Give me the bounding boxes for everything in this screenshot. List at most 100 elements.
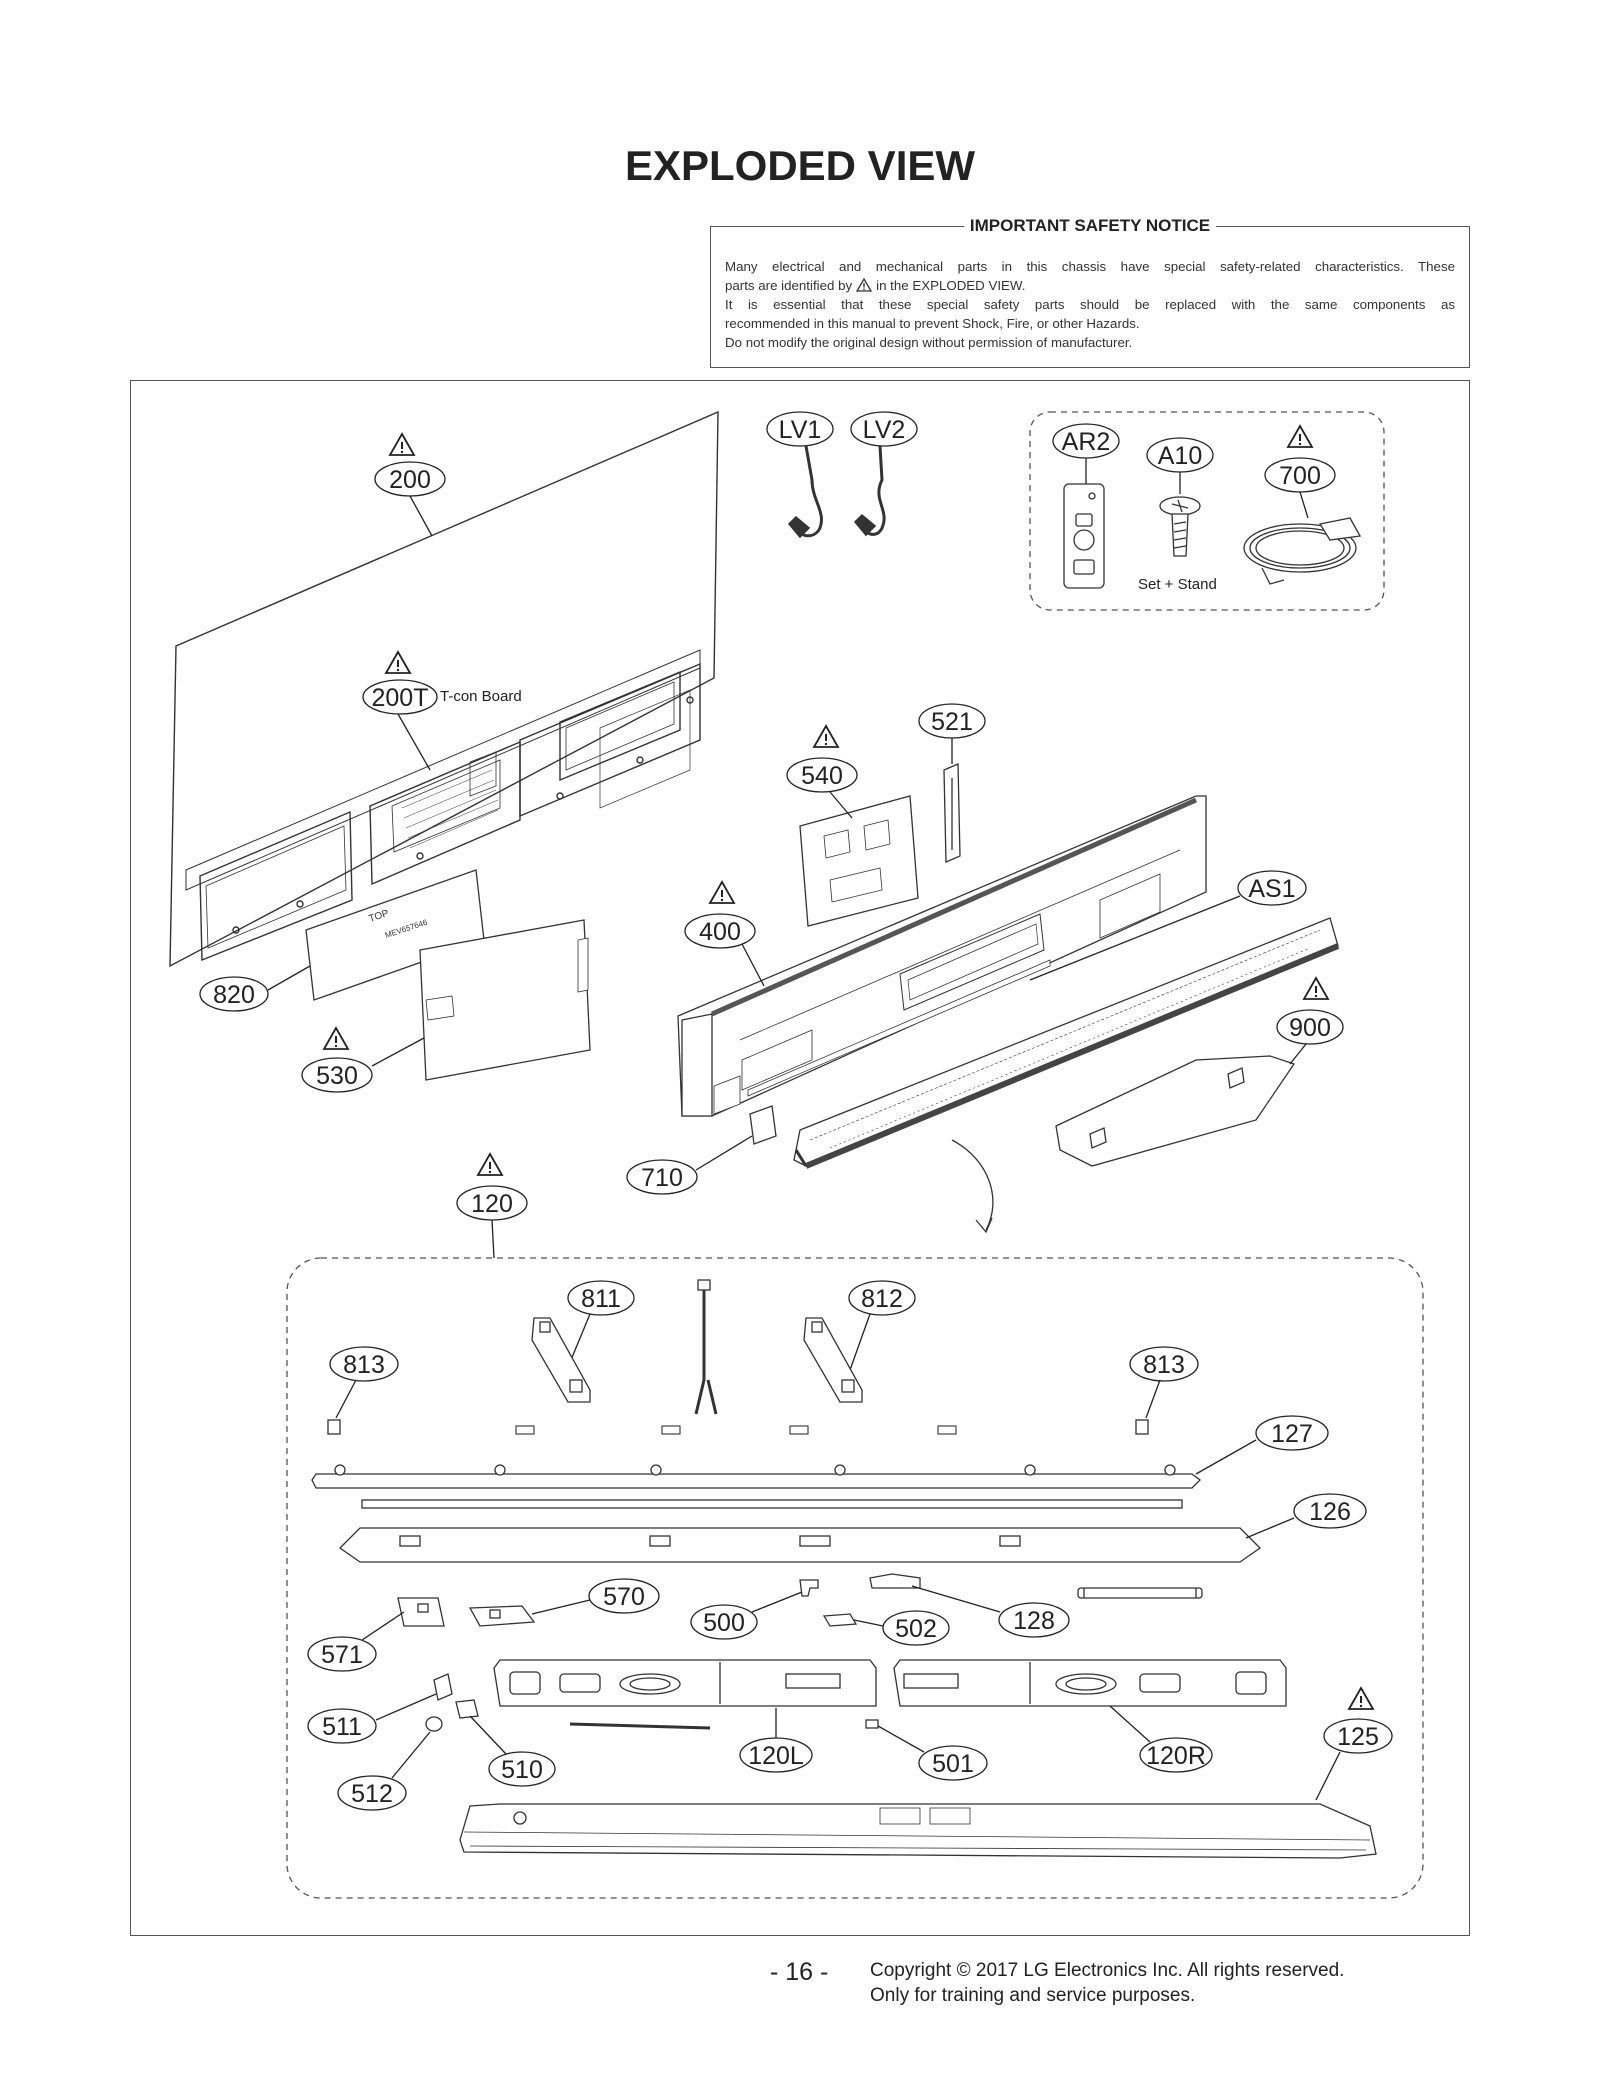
power-cord-700 xyxy=(1243,517,1362,585)
callout-820-label: 820 xyxy=(213,981,255,1009)
callout-813-right-label: 813 xyxy=(1143,1351,1185,1379)
callout-501-label: 501 xyxy=(932,1750,974,1778)
callout-500-label: 500 xyxy=(703,1609,745,1637)
warning-icon xyxy=(709,881,735,904)
callout-127 xyxy=(1255,1415,1329,1451)
callout-511-label: 511 xyxy=(322,1713,362,1741)
safety-notice: IMPORTANT SAFETY NOTICE Many electrical … xyxy=(710,216,1470,368)
speaker-120R xyxy=(893,1659,1287,1707)
callout-571 xyxy=(307,1636,377,1672)
frame-126 xyxy=(338,1527,1262,1563)
speaker-assembly-as1 xyxy=(793,917,1340,1169)
callout-530-label: 530 xyxy=(316,1062,358,1090)
safety-notice-body: Many electrical and mechanical parts in … xyxy=(725,257,1455,352)
warning-icon xyxy=(1348,1687,1374,1710)
callout-LV2-label: LV2 xyxy=(863,416,906,444)
notice-line-2b: in the EXPLODED VIEW. xyxy=(876,278,1026,293)
notice-line-4: recommended in this manual to prevent Sh… xyxy=(725,316,1140,331)
speaker-group-box xyxy=(286,1257,1424,1899)
cable-lv1 xyxy=(787,445,823,539)
screw-a10 xyxy=(1159,496,1201,557)
callout-LV2 xyxy=(850,411,918,447)
speaker-120L xyxy=(493,1659,877,1707)
callout-540-label: 540 xyxy=(801,762,843,790)
callout-501 xyxy=(918,1745,988,1781)
callout-511 xyxy=(307,1708,377,1744)
part-510 xyxy=(455,1699,479,1719)
warning-icon xyxy=(323,1027,349,1050)
callout-512-label: 512 xyxy=(351,1780,393,1808)
remote-control-ar2 xyxy=(1063,483,1105,589)
callout-AS1 xyxy=(1237,870,1307,906)
warning-icon xyxy=(389,433,415,456)
part-501 xyxy=(865,1719,879,1729)
notice-line-3: It is essential that these special safet… xyxy=(725,297,1455,312)
callout-125-label: 125 xyxy=(1337,1723,1379,1751)
callout-200-label: 200 xyxy=(389,466,431,494)
bracket-811 xyxy=(531,1317,591,1403)
callout-811 xyxy=(567,1280,635,1316)
copyright-block: Copyright © 2017 LG Electronics Inc. All… xyxy=(870,1958,1344,2008)
tcon-board-label: T-con Board xyxy=(440,688,522,705)
accessory-box xyxy=(1029,411,1385,611)
part-502 xyxy=(822,1613,858,1627)
callout-540 xyxy=(786,757,858,793)
back-cover-400 xyxy=(677,795,1207,1117)
callout-120R-label: 120R xyxy=(1146,1742,1206,1770)
stand-900 xyxy=(1055,1055,1296,1167)
callout-200T xyxy=(362,679,438,715)
warning-icon xyxy=(477,1153,503,1176)
notice-line-2a: parts are identified by xyxy=(725,278,853,293)
callout-502 xyxy=(882,1610,950,1646)
callout-510-label: 510 xyxy=(501,1756,543,1784)
diagram-frame xyxy=(130,380,1470,1936)
safety-notice-title: IMPORTANT SAFETY NOTICE xyxy=(963,216,1217,235)
oled-panel-200 xyxy=(169,410,719,968)
callout-811-label: 811 xyxy=(581,1285,621,1313)
rail-127 xyxy=(311,1464,1201,1489)
clip-813-left xyxy=(327,1419,341,1435)
set-stand-label: Set + Stand xyxy=(1138,576,1217,593)
part-511 xyxy=(433,1673,453,1701)
board-710 xyxy=(749,1105,777,1145)
board-570 xyxy=(468,1605,536,1627)
page-number: - 16 - xyxy=(770,1958,829,1986)
callout-120R xyxy=(1139,1737,1213,1773)
callout-LV1-label: LV1 xyxy=(779,416,822,444)
clip-813-right xyxy=(1135,1419,1149,1435)
callout-125 xyxy=(1323,1718,1393,1754)
callout-A10-label: A10 xyxy=(1158,442,1202,470)
callout-812-label: 812 xyxy=(861,1285,903,1313)
callout-710-label: 710 xyxy=(641,1164,683,1192)
bracket-812 xyxy=(803,1317,863,1403)
main-board-540 xyxy=(799,795,919,927)
bottom-cover-125 xyxy=(459,1803,1377,1859)
callout-570 xyxy=(588,1578,660,1614)
part-512 xyxy=(425,1716,443,1732)
notice-line-5: Do not modify the original design withou… xyxy=(725,335,1133,350)
cable-501 xyxy=(569,1722,711,1730)
notice-line-1: Many electrical and mechanical parts in … xyxy=(725,259,1455,274)
part-571 xyxy=(397,1597,445,1627)
callout-AS1-label: AS1 xyxy=(1248,875,1295,903)
callout-700-label: 700 xyxy=(1279,462,1321,490)
callout-900 xyxy=(1276,1009,1344,1045)
callout-530 xyxy=(301,1057,373,1093)
callout-200T-label: 200T xyxy=(372,684,429,712)
callout-LV1 xyxy=(766,411,834,447)
callout-820 xyxy=(199,976,269,1012)
callout-570-label: 570 xyxy=(603,1583,645,1611)
warning-icon xyxy=(1303,977,1329,1000)
callout-126 xyxy=(1293,1493,1367,1529)
callout-127-label: 127 xyxy=(1271,1420,1313,1448)
cable-lv2 xyxy=(853,445,886,537)
warning-icon xyxy=(856,278,873,292)
warning-icon xyxy=(1287,425,1313,448)
callout-571-label: 571 xyxy=(321,1641,363,1669)
speaker-cable xyxy=(694,1279,718,1415)
callout-900-label: 900 xyxy=(1289,1014,1331,1042)
part-128 xyxy=(869,1573,921,1589)
notice-line-2: parts are identified by in the EXPLODED V… xyxy=(725,276,1455,295)
callout-812 xyxy=(848,1280,916,1316)
small-clips xyxy=(515,1425,957,1435)
